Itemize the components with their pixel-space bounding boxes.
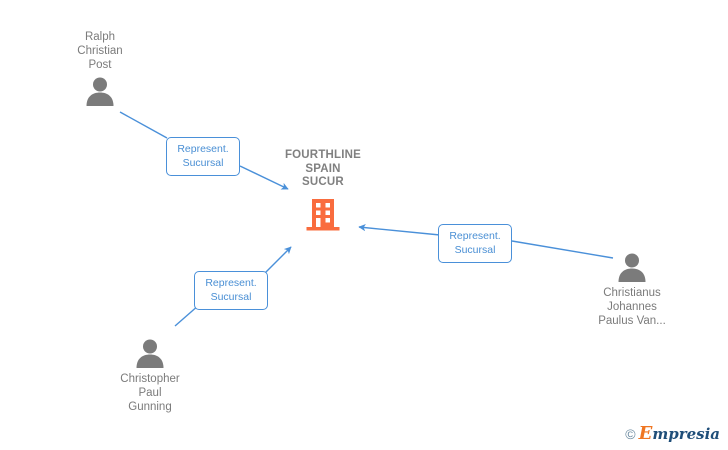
relation-label-ralph-christian-post[interactable]: Represent. Sucursal <box>166 137 240 176</box>
person-node-ralph-christian-post[interactable]: Ralph Christian Post <box>25 30 175 106</box>
person-label: Christianus Johannes Paulus Van... <box>598 287 666 327</box>
wordmark-lead: E <box>638 423 653 444</box>
copyright-icon: © <box>625 426 636 442</box>
building-icon <box>306 198 340 230</box>
wordmark-rest: mpresia <box>652 425 720 443</box>
edge-christopher-paul-gunning-arrow <box>262 246 292 276</box>
watermark-empresia: © Empresia <box>625 423 720 444</box>
edge-ralph-christian-post <box>119 111 168 139</box>
person-icon <box>136 339 164 368</box>
company-label: FOURTHLINE SPAIN SUCUR <box>284 149 362 188</box>
relation-label-christianus-johannes-paulus-van[interactable]: Represent. Sucursal <box>438 224 512 263</box>
empresia-wordmark: Empresia <box>638 423 720 444</box>
company-node-fourthline-spain-sucur[interactable]: FOURTHLINE SPAIN SUCUR <box>238 149 408 231</box>
person-icon <box>86 77 114 106</box>
person-label: Ralph Christian Post <box>77 31 123 71</box>
person-label: Christopher Paul Gunning <box>120 373 180 413</box>
relation-label-christopher-paul-gunning[interactable]: Represent. Sucursal <box>194 271 268 310</box>
person-node-christianus-johannes-paulus-van[interactable]: Christianus Johannes Paulus Van... <box>557 252 707 328</box>
person-icon <box>618 253 646 282</box>
person-node-christopher-paul-gunning[interactable]: Christopher Paul Gunning <box>75 338 225 414</box>
